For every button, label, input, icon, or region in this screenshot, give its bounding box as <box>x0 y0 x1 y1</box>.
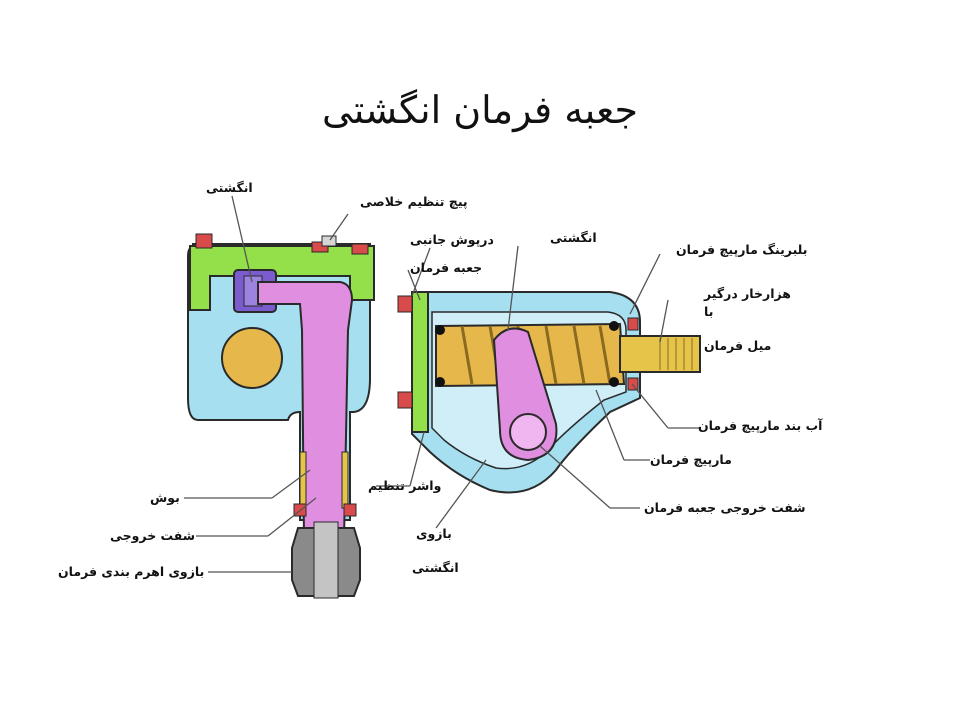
label-worm-bearing: بلبرینگ مارپیچ فرمان <box>676 242 808 257</box>
label-output-shaft: شفت خروجی <box>110 528 196 543</box>
left-bushing-l <box>299 451 307 509</box>
label-arm-line1: بازوی <box>416 526 452 541</box>
right-bolt-1 <box>397 295 413 313</box>
label-worm-seal: آب بند مارپیچ فرمان <box>698 418 823 433</box>
leader-lines <box>184 195 700 573</box>
label-output-shaft-box: شفت خروجی جعبه فرمان <box>644 500 806 515</box>
right-cross-section <box>397 291 701 494</box>
label-bushing: بوش <box>150 490 180 505</box>
right-side-cover <box>411 291 429 433</box>
label-pitman-arm: بازوی اهرم بندی فرمان <box>58 564 205 579</box>
left-bolt-2 <box>311 241 329 253</box>
label-finger-center: انگشتی <box>550 230 597 245</box>
left-bolt-1 <box>195 233 213 249</box>
left-bolt-3 <box>351 243 369 255</box>
label-worm: مارپیچ فرمان <box>650 452 732 467</box>
right-bolt-2 <box>397 391 413 409</box>
left-bushing-r <box>341 451 349 509</box>
label-arm-line2: انگشتی <box>412 560 459 575</box>
left-top-cover <box>189 245 375 311</box>
right-output-shaft <box>509 413 547 451</box>
adjust-screw-head <box>321 235 337 247</box>
label-adjust-washer: واشر تنظیم <box>368 478 442 493</box>
left-brass-roller <box>221 327 283 389</box>
label-finger-left: انگشتی <box>206 180 253 195</box>
label-steering-shaft: میل فرمان <box>704 338 772 353</box>
label-adjust-screw: پیچ تنظیم خلاصی <box>360 194 468 209</box>
left-pink-arm <box>257 281 354 541</box>
label-steering-box: جعبه فرمان <box>410 260 483 275</box>
left-cross-section <box>187 233 375 599</box>
label-spline-line1: هزارخار درگیر <box>704 286 791 301</box>
page-title: جعبه فرمان انگشتی <box>322 88 638 132</box>
label-side-cover: درپوش جانبی <box>410 232 494 247</box>
label-spline-line2: با <box>704 304 714 319</box>
